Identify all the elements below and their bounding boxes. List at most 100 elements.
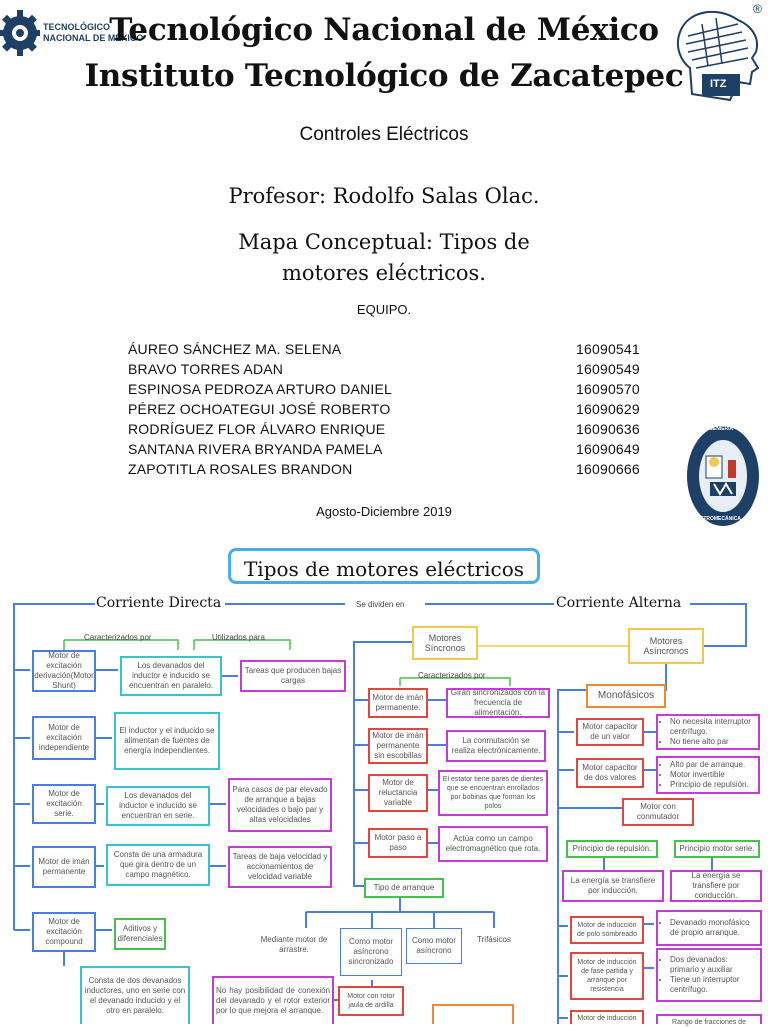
split-phase-motor: Motor de inducción de fase partida y arr… [570, 952, 644, 1000]
gear-icon [0, 10, 40, 56]
map-title: Tipos de motores eléctricos [228, 548, 540, 584]
list-item: No necesita interruptor centrífugo. [670, 717, 756, 737]
ac-synchronous: Motores Síncronos [412, 626, 478, 660]
seal-emblem-icon [687, 426, 759, 526]
seal-bottom-text: ELECTROMECÁNICA [690, 516, 741, 522]
itz-logo-text: ITZ [710, 78, 727, 90]
dc-motor-shunt: Motor de excitación derivación(Motor Shu… [32, 650, 96, 692]
dc-series-use: Para casos de par elevado de arranque a … [228, 778, 332, 832]
member-name: ESPINOSA PEDROZA ARTURO DANIEL [128, 381, 393, 397]
range-fractions-cut: Rango de fracciones de [656, 1014, 762, 1026]
series-principle: Principio motor serie. [674, 840, 760, 858]
no-chance-desc: No hay posibilidad de conexión del devan… [212, 976, 334, 1024]
sync-stepper-desc: Actúa como un campo electromagnético que… [438, 826, 548, 862]
dc-shunt-use: Tareas que producen bajas cargas [240, 660, 346, 692]
member-row: ÁUREO SÁNCHEZ MA. SELENA 16090541 [128, 341, 648, 361]
sync-motor-permanent: Motor de imán permanente. [368, 688, 428, 718]
dc-series-desc: Los devanados del inductor e inducido se… [106, 786, 210, 826]
member-row: BRAVO TORRES ADAN 16090549 [128, 361, 648, 381]
list-item: Principio de repulsión. [670, 780, 749, 790]
sync-brushless-desc: La conmutación se realiza electrónicamen… [446, 730, 546, 762]
ac-monophase: Monofásicos [586, 684, 666, 708]
dc-independent-desc: El inductor y el inducido se alimentan d… [114, 712, 220, 770]
start-type: Tipo de arranque [364, 878, 444, 898]
dc-shunt-desc: Los devanados del inductor e inducido se… [120, 656, 222, 696]
member-row: PÉREZ OCHOATEGUI JOSÉ ROBERTO 16090629 [128, 401, 648, 421]
dc-motor-compound: Motor de excitación compound [32, 912, 96, 952]
repulsion-principle: Principio de repulsión. [566, 840, 658, 858]
dc-compound-desc: Consta de dos devanados inductores, uno … [80, 966, 190, 1024]
registered-mark: ® [753, 2, 762, 16]
seal-top-text: INGENIERÍA [704, 426, 734, 432]
shaded-pole-motor: Motor de inducción de polo sombreado [570, 916, 644, 944]
member-id: 16090629 [576, 401, 640, 417]
assignment-line2: motores eléctricos. [282, 261, 486, 285]
member-id: 16090541 [576, 341, 640, 357]
itz-logo: ITZ ® [668, 2, 764, 106]
orange-box-cut [432, 1004, 514, 1024]
term-date: Agosto-Diciembre 2019 [316, 504, 452, 519]
member-id: 16090549 [576, 361, 640, 377]
member-name: ZAPOTITLA ROSALES BRANDON [128, 461, 353, 477]
cap-motor-single: Motor capacitor de un valor [576, 718, 644, 746]
member-name: ÁUREO SÁNCHEZ MA. SELENA [128, 341, 342, 357]
commutator-motor: Motor con conmutador [622, 798, 694, 826]
cap-single-list: No necesita interruptor centrífugo. No t… [656, 714, 760, 750]
member-name: RODRÍGUEZ FLOR ÁLVARO ENRIQUE [128, 421, 386, 437]
squirrel-cage-motor: Motor con rotor jaula de ardilla [338, 986, 404, 1016]
split-phase-list: Dos devanados: primario y auxiliar Tiene… [656, 948, 762, 1002]
dc-motor-independent: Motor de excitación independiente [32, 716, 96, 760]
dc-motor-series: Motor de excitación serie. [32, 784, 96, 824]
sync-motor-reluctance: Motor de reluctancia variable [368, 774, 428, 812]
start-type-drag: Mediante motor de arrastre. [254, 928, 334, 962]
member-id: 16090570 [576, 381, 640, 397]
induction-motor-cut: Motor de inducción [570, 1010, 644, 1024]
member-name: SANTANA RIVERA BRYANDA PAMELA [128, 441, 383, 457]
institution-line2: Instituto Tecnológico de Zacatepec [84, 58, 684, 94]
list-item: No tiene alto par [670, 737, 756, 747]
team-roster: ÁUREO SÁNCHEZ MA. SELENA 16090541 BRAVO … [128, 341, 648, 481]
sync-characterized-label: Caracterizados por [418, 671, 486, 680]
member-id: 16090666 [576, 461, 640, 477]
tecnm-logo-text: TECNOLÓGICO NACIONAL DE MÉXICO [43, 22, 144, 43]
course-name: Controles Eléctricos [299, 124, 469, 145]
list-item: Devanado monofásico de propio arranque. [670, 918, 758, 938]
start-type-three-phase: Trifásicos [470, 928, 518, 952]
member-row: ESPINOSA PEDROZA ARTURO DANIEL 16090570 [128, 381, 648, 401]
shaded-pole-list: Devanado monofásico de propio arranque. [656, 910, 762, 946]
member-name: PÉREZ OCHOATEGUI JOSÉ ROBERTO [128, 401, 391, 417]
cap-motor-dual: Motor capacitor de dos valores [576, 758, 644, 788]
member-name: BRAVO TORRES ADAN [128, 361, 284, 377]
team-label: EQUIPO. [356, 302, 412, 317]
member-id: 16090636 [576, 421, 640, 437]
conduction-transfer: La energía se transfiere por conducción. [670, 870, 762, 902]
list-item: Motor invertible [670, 770, 749, 780]
member-id: 16090649 [576, 441, 640, 457]
induction-transfer: La energía se transfiere por inducción. [562, 870, 664, 902]
list-item: Dos devanados: primario y auxiliar [670, 955, 758, 975]
cap-dual-list: Alto par de arranque. Motor invertible P… [656, 756, 760, 794]
itz-head-icon [676, 11, 760, 102]
dc-compound-type: Aditivos y diferenciales [114, 918, 166, 950]
institution-line1: Tecnológico Nacional de México [109, 12, 659, 48]
sync-reluctance-desc: El estator tiene pares de dientes que se… [438, 770, 548, 816]
member-row: RODRÍGUEZ FLOR ÁLVARO ENRIQUE 16090636 [128, 421, 648, 441]
sync-motor-brushless: Motor de imán permanente sin escobillas [368, 728, 428, 764]
start-type-async-sync: Como motor asíncrono sincronizado [340, 928, 402, 976]
map-connectors [13, 603, 747, 1024]
ac-label: Corriente Alterna [556, 595, 682, 611]
sync-permanent-desc: Giran sincronizados con la frecuencia de… [446, 688, 550, 718]
ac-asynchronous: Motores Asíncronos [628, 628, 704, 664]
used-for-label: Utilizados para [212, 633, 265, 642]
member-row: ZAPOTITLA ROSALES BRANDON 16090666 [128, 461, 648, 481]
electromechanical-seal: INGENIERÍA ELECTROMECÁNICA [684, 424, 762, 528]
start-type-async: Como motor asíncrono [406, 928, 462, 964]
member-row: SANTANA RIVERA BRYANDA PAMELA 16090649 [128, 441, 648, 461]
professor: Profesor: Rodolfo Salas Olac. [228, 184, 540, 208]
sync-motor-stepper: Motor paso a paso [368, 828, 428, 858]
dc-label: Corriente Directa [96, 595, 222, 611]
assignment-line1: Mapa Conceptual: Tipos de [238, 230, 530, 254]
split-label: Se dividen en [356, 600, 405, 609]
characterized-label: Caracterizados por [84, 633, 152, 642]
list-item: Alto par de arranque. [670, 760, 749, 770]
